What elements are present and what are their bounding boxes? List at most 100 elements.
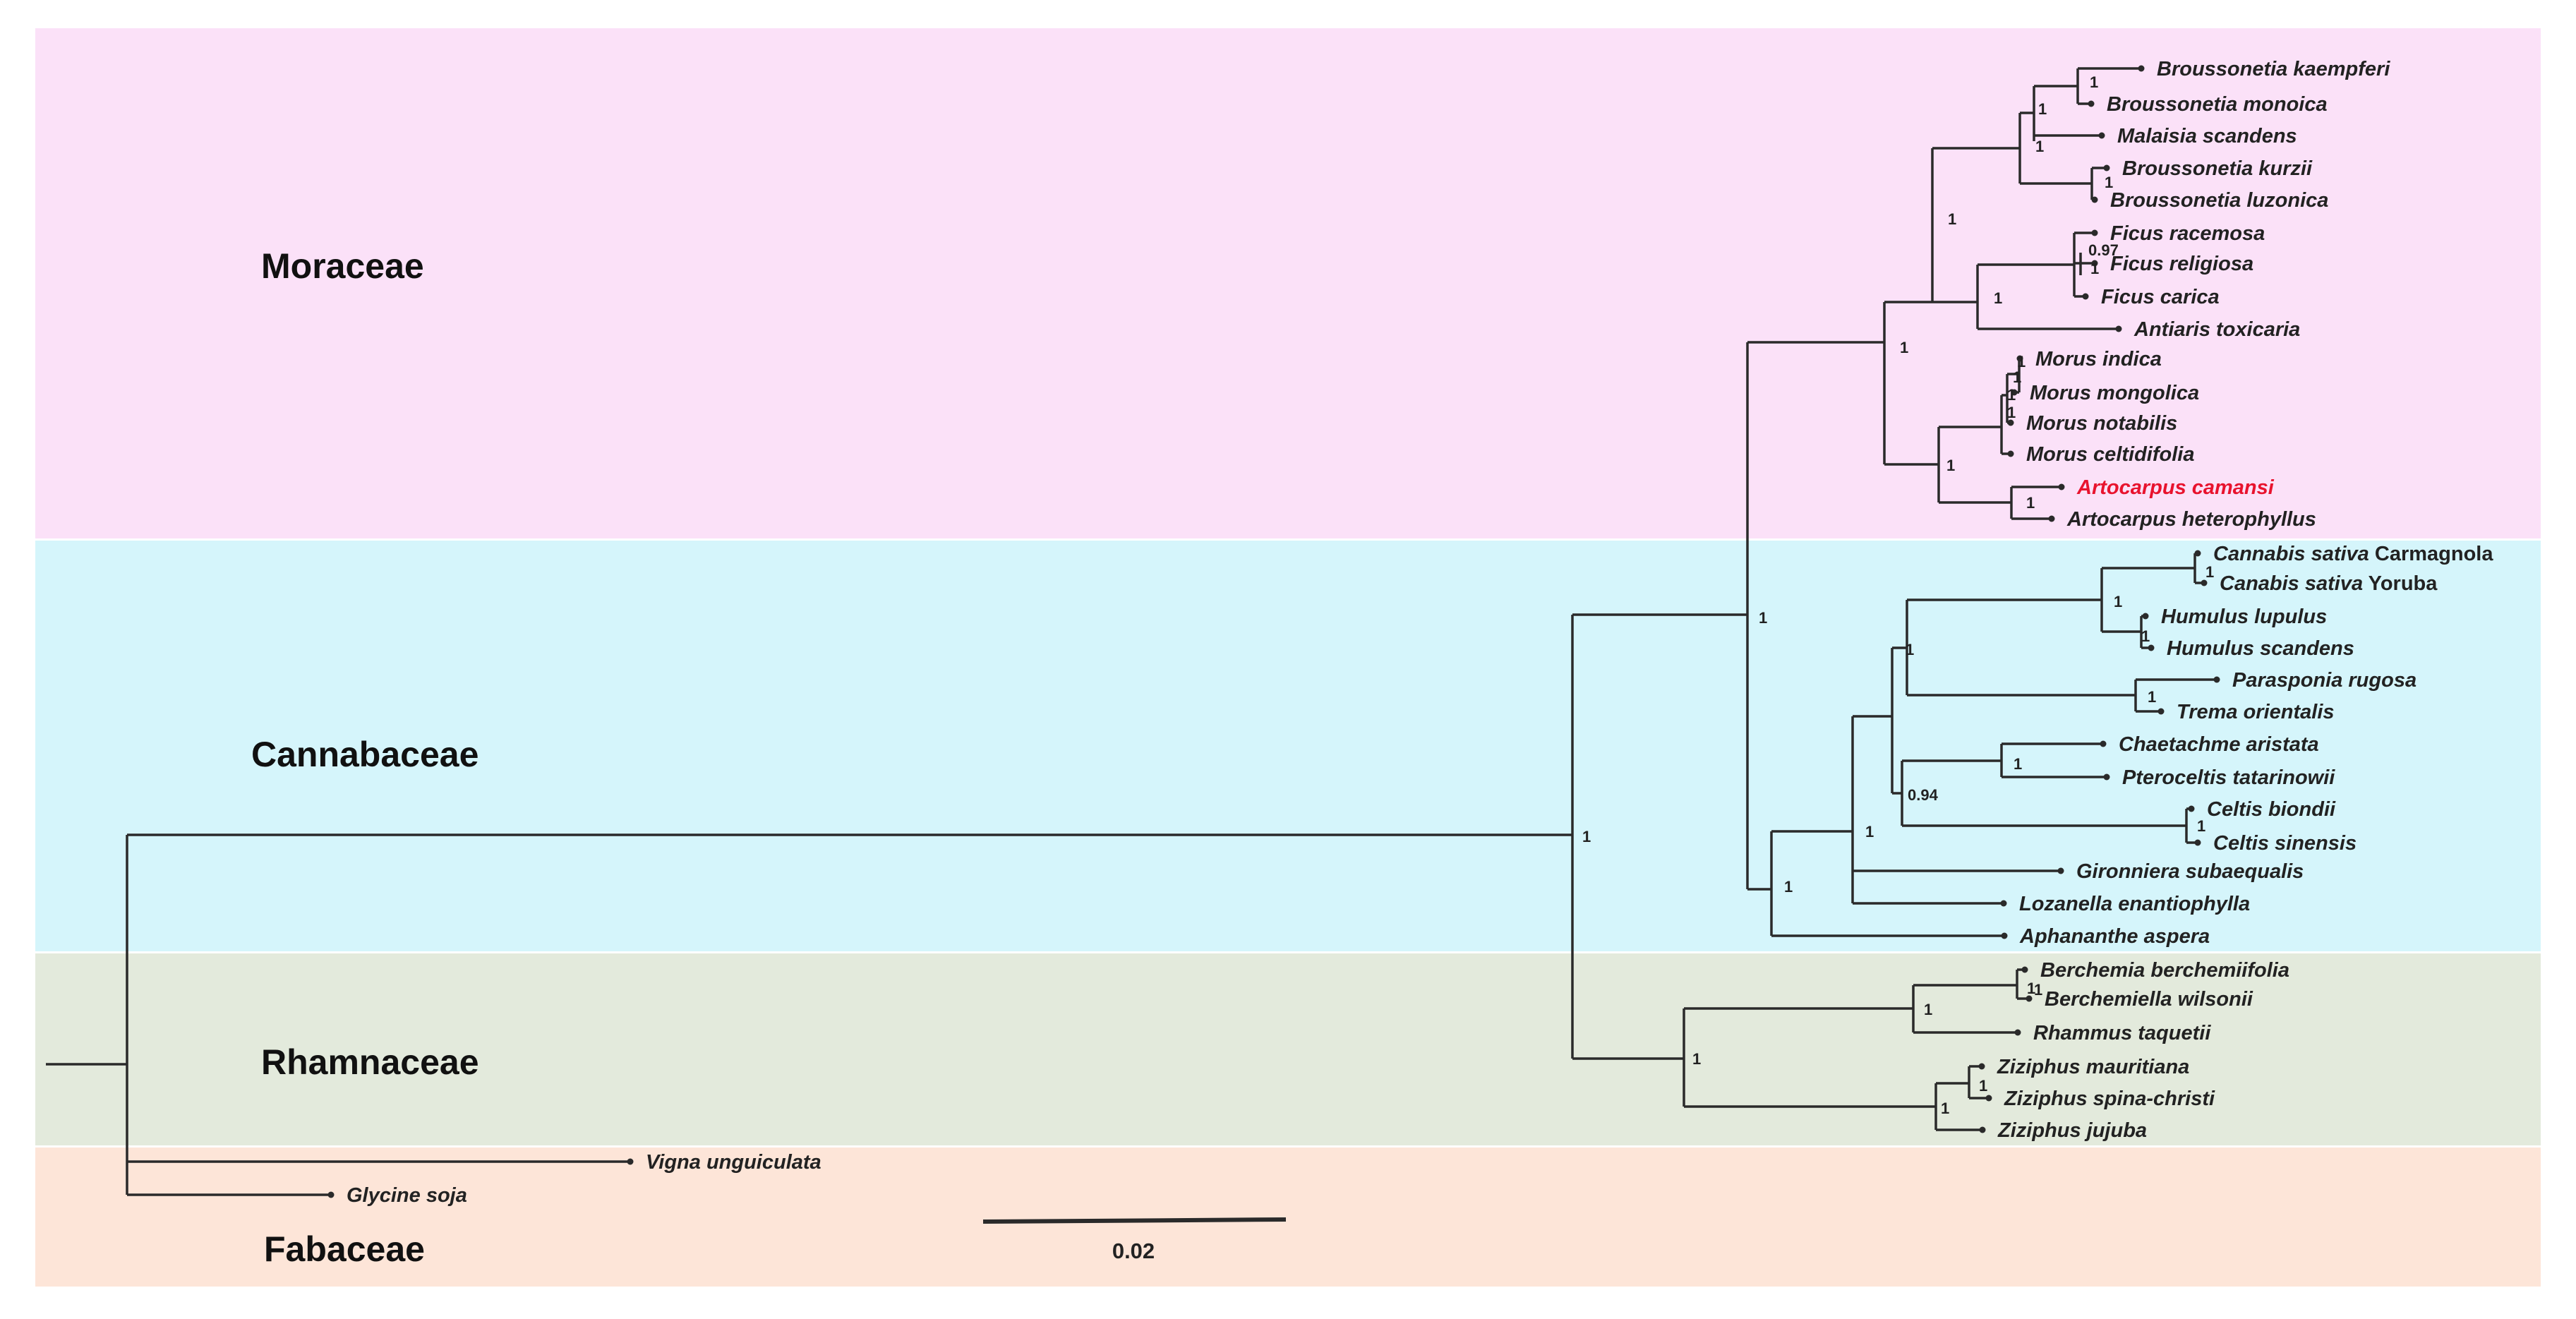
tip-marker bbox=[2007, 450, 2014, 457]
taxon-label: Rhammus taquetii bbox=[2033, 1022, 2211, 1044]
support-value: 1 bbox=[2148, 688, 2156, 706]
tip-marker bbox=[2091, 196, 2098, 203]
taxon-label: Morus notabilis bbox=[2026, 412, 2177, 435]
tip-marker bbox=[2115, 325, 2122, 332]
taxon-name: Morus celtidifolia bbox=[2026, 443, 2194, 466]
tip-marker bbox=[2213, 676, 2220, 683]
tip-marker bbox=[2091, 229, 2098, 236]
taxon-name: Antiaris toxicaria bbox=[2133, 318, 2300, 341]
taxon-name: Artocarpus camansi bbox=[2076, 476, 2275, 499]
support-value: 1 bbox=[1941, 1100, 1949, 1117]
support-value: 1 bbox=[2014, 755, 2022, 773]
taxon-name: Lozanella enantiophylla bbox=[2019, 893, 2250, 915]
support-value: 1 bbox=[1865, 823, 1874, 841]
taxon-label: Humulus lupulus bbox=[2161, 606, 2327, 628]
taxon-name: Ziziphus mauritiana bbox=[1997, 1056, 2189, 1078]
taxon-name: Celtis sinensis bbox=[2213, 832, 2357, 855]
tip-marker bbox=[2103, 164, 2110, 171]
tip-marker bbox=[2058, 483, 2065, 490]
family-label-moraceae: Moraceae bbox=[261, 246, 424, 286]
tip-marker bbox=[2138, 65, 2145, 72]
taxon-label: Ficus religiosa bbox=[2110, 253, 2253, 275]
taxon-name: Broussonetia luzonica bbox=[2110, 189, 2328, 212]
taxon-name: Gironniera subaequalis bbox=[2076, 860, 2304, 883]
taxon-name: Artocarpus heterophyllus bbox=[2066, 508, 2316, 531]
support-value: 1 bbox=[2038, 100, 2047, 118]
tip-marker bbox=[2014, 1029, 2021, 1036]
support-value: 1 bbox=[2105, 174, 2113, 191]
support-value: 1 bbox=[2007, 404, 2016, 421]
tip-marker bbox=[1979, 1126, 1986, 1133]
taxon-name: Cannabis sativa bbox=[2213, 543, 2369, 565]
tip-marker bbox=[2082, 293, 2089, 300]
taxon-label: Canabis sativa Yoruba bbox=[2220, 572, 2438, 595]
taxon-name: Parasponia rugosa bbox=[2232, 669, 2416, 692]
taxon-cultivar: Yoruba bbox=[2363, 572, 2438, 595]
support-value: 1 bbox=[2197, 817, 2205, 835]
taxon-label: Trema orientalis bbox=[2177, 701, 2335, 723]
taxon-label: Broussonetia kurzii bbox=[2122, 157, 2313, 180]
taxon-label: Ficus racemosa bbox=[2110, 222, 2265, 245]
taxon-name: Malaisia scandens bbox=[2117, 125, 2297, 147]
moraceae-band bbox=[35, 28, 2541, 538]
taxon-name: Ficus religiosa bbox=[2110, 253, 2253, 275]
tip-marker bbox=[2016, 355, 2023, 362]
taxon-label: Humulus scandens bbox=[2167, 637, 2354, 660]
scale-bar bbox=[982, 1217, 1287, 1224]
taxon-name: Ficus racemosa bbox=[2110, 222, 2265, 245]
support-value: 0.94 bbox=[1908, 786, 1939, 804]
tip-marker bbox=[2026, 995, 2033, 1002]
taxon-label: Celtis biondii bbox=[2207, 798, 2336, 821]
taxon-label: Parasponia rugosa bbox=[2232, 669, 2416, 692]
tip-marker bbox=[2194, 550, 2201, 557]
taxon-name: Broussonetia monoica bbox=[2107, 93, 2328, 116]
taxon-label: Ziziphus mauritiana bbox=[1997, 1056, 2189, 1078]
support-value: 1 bbox=[1979, 1077, 1987, 1095]
taxon-cultivar: Carmagnola bbox=[2369, 543, 2494, 565]
taxon-label: Antiaris toxicaria bbox=[2133, 318, 2300, 341]
tree-tips bbox=[327, 65, 2220, 1198]
taxon-label: Pteroceltis tatarinowii bbox=[2122, 766, 2335, 789]
cannabaceae-band bbox=[35, 541, 2541, 951]
tip-marker bbox=[2157, 708, 2165, 715]
tip-marker bbox=[2048, 515, 2055, 522]
support-value: 1 bbox=[2114, 593, 2122, 610]
taxon-label: Glycine soja bbox=[347, 1184, 467, 1207]
support-value: 1 bbox=[2013, 368, 2021, 386]
taxon-name: Humulus lupulus bbox=[2161, 606, 2327, 628]
support-value: 1 bbox=[1948, 210, 1956, 228]
tree-branches bbox=[46, 67, 2217, 1196]
support-value: 0.97 bbox=[2088, 241, 2119, 259]
taxon-label: Broussonetia luzonica bbox=[2110, 189, 2328, 212]
taxon-label: Berchemiella wilsonii bbox=[2045, 988, 2253, 1011]
support-value: 1 bbox=[2090, 73, 2098, 91]
tip-marker bbox=[2100, 740, 2107, 747]
tip-marker bbox=[2148, 644, 2155, 651]
tip-marker bbox=[2194, 839, 2201, 846]
support-value: 1 bbox=[1900, 339, 1908, 356]
support-value: 1 bbox=[1906, 641, 1914, 658]
taxon-label: Morus indica bbox=[2035, 348, 2162, 371]
support-value: 1 bbox=[2205, 563, 2214, 581]
family-label-cannabaceae: Cannabaceae bbox=[251, 735, 479, 774]
taxon-label: Cannabis sativa Carmagnola bbox=[2213, 543, 2493, 565]
taxon-label: Ziziphus jujuba bbox=[1997, 1119, 2147, 1142]
taxon-name: Vigna unguiculata bbox=[646, 1151, 821, 1174]
tip-marker bbox=[2142, 613, 2149, 620]
taxon-label: Morus mongolica bbox=[2030, 382, 2199, 404]
family-label-rhamnaceae: Rhamnaceae bbox=[261, 1042, 479, 1082]
tip-marker bbox=[2098, 132, 2105, 139]
taxon-name: Trema orientalis bbox=[2177, 701, 2335, 723]
taxon-name: Rhammus taquetii bbox=[2033, 1022, 2211, 1044]
support-value: 1 bbox=[2090, 260, 2099, 277]
taxon-label: Aphananthe aspera bbox=[2019, 925, 2210, 948]
taxon-name: Glycine soja bbox=[347, 1184, 467, 1207]
support-value: 1 bbox=[2026, 494, 2035, 512]
taxon-name: Chaetachme aristata bbox=[2119, 733, 2319, 756]
taxon-label: Broussonetia monoica bbox=[2107, 93, 2328, 116]
fabaceae-band bbox=[35, 1148, 2541, 1287]
taxon-name: Ziziphus spina-christi bbox=[2004, 1088, 2215, 1110]
taxon-name: Celtis biondii bbox=[2207, 798, 2336, 821]
